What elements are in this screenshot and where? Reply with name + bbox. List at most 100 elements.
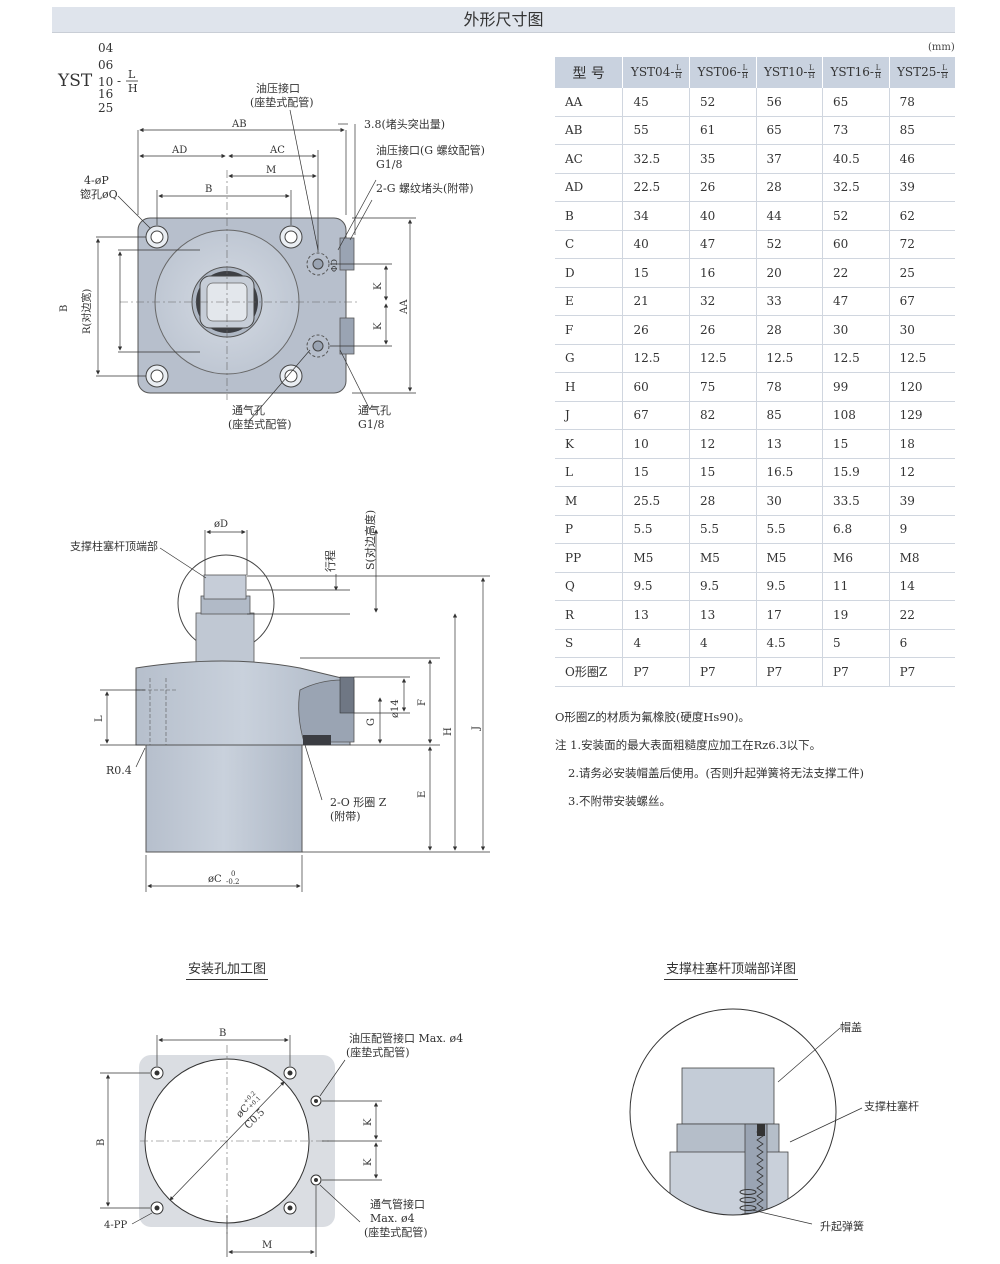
table-cell: 32.5 [622, 144, 690, 174]
mount-dim-m: M [262, 1240, 272, 1251]
table-cell: 5.5 [622, 515, 690, 544]
table-cell: 39 [888, 173, 955, 202]
top-vent: 通气孔 [232, 403, 265, 417]
row-label: J [555, 401, 623, 430]
table-cell: 4 [622, 629, 690, 658]
top-oil-port: 油压接口 [256, 81, 300, 95]
mount-title: 安装孔加工图 [186, 958, 269, 980]
mount-vent-max: Max. ø4 [370, 1212, 415, 1225]
top-dim-k2: K [373, 322, 384, 330]
table-cell: 6 [888, 629, 955, 658]
table-cell: 32 [688, 287, 756, 316]
table-cell: 99 [822, 372, 890, 402]
side-support-top: 支撑柱塞杆顶端部 [70, 539, 158, 553]
top-hole-note-2: 锪孔øQ [80, 188, 118, 201]
table-cell: 33 [755, 287, 823, 316]
table-cell: 12 [888, 458, 955, 487]
table-cell: P7 [688, 657, 756, 687]
table-cell: 47 [688, 230, 756, 259]
table-cell: 78 [888, 88, 955, 117]
table-cell: 13 [755, 429, 823, 459]
row-label: AB [555, 116, 623, 145]
model-size-16: 16 [98, 87, 113, 101]
table-cell: 39 [888, 486, 955, 516]
top-plug-protrusion: 3.8(堵头突出量) [364, 117, 445, 131]
row-label: G [555, 344, 623, 373]
table-cell: M5 [622, 543, 690, 573]
table-cell: 82 [688, 401, 756, 430]
model-size-04: 04 [98, 41, 114, 55]
top-vent-g: 通气孔 [358, 403, 391, 417]
table-cell: 9.5 [622, 572, 690, 601]
table-cell: 20 [755, 258, 823, 288]
side-dim-g: G [366, 718, 377, 726]
row-label: P [555, 515, 623, 544]
table-cell: 26 [622, 315, 690, 345]
detail-cap: 帽盖 [840, 1020, 862, 1034]
mount-dim-b-top: B [219, 1028, 226, 1039]
table-cell: 28 [755, 315, 823, 345]
table-cell: 12.5 [888, 344, 955, 373]
table-cell: 10 [622, 429, 690, 459]
table-cell: 32.5 [822, 173, 890, 202]
note-1: 注 1.安装面的最大表面粗糙度应加工在Rz6.3以下。 [555, 738, 822, 752]
mount-drawing: B B K K M 4-PP øC +0.2 +0.1 C0.5 油压配管接口 … [96, 1028, 463, 1257]
table-cell: 5.5 [755, 515, 823, 544]
row-label: K [555, 429, 623, 459]
row-label: H [555, 372, 623, 402]
table-cell: 25 [888, 258, 955, 288]
table-cell: 44 [755, 201, 823, 231]
table-cell: 85 [888, 116, 955, 145]
table-cell: 67 [888, 287, 955, 316]
top-dim-r: R(对边宽) [80, 289, 93, 334]
mount-oil-port-sub: (座垫式配管) [346, 1045, 410, 1059]
table-cell: 16 [688, 258, 756, 288]
row-label: R [555, 600, 623, 630]
top-dim-aa: AA [399, 299, 410, 315]
notes: O形圈Z的材质为氟橡胶(硬度Hs90)。 注 1.安装面的最大表面粗糙度应加工在… [555, 703, 864, 815]
note-2: 2.请务必安装帽盖后使用。(否则升起弹簧将无法支撑工件) [568, 766, 864, 780]
table-cell: 75 [688, 372, 756, 402]
table-cell: 40 [688, 201, 756, 231]
row-label: AD [555, 173, 623, 202]
row-label: L [555, 458, 623, 487]
table-cell: 5 [822, 629, 890, 658]
table-cell: 52 [822, 201, 890, 231]
row-label: AC [555, 144, 623, 174]
top-dim-b-left: B [59, 305, 70, 312]
detail-plunger: 支撑柱塞杆 [864, 1099, 919, 1113]
model-dash: - [117, 74, 121, 88]
table-cell: 15.9 [822, 458, 890, 487]
table-cell: M6 [822, 543, 890, 573]
table-cell: 13 [688, 600, 756, 630]
side-dim-c-tol-top: 0 [231, 870, 235, 878]
table-cell: 72 [888, 230, 955, 259]
page-title: 外形尺寸图 [52, 7, 955, 33]
table-cell: 108 [822, 401, 890, 430]
table-cell: 28 [755, 173, 823, 202]
table-cell: 30 [755, 486, 823, 516]
table-cell: 11 [822, 572, 890, 601]
header-model: 型 号 [555, 57, 623, 88]
top-g18-a: G1/8 [376, 158, 403, 171]
side-body-lower [145, 744, 303, 853]
mount-oil-port: 油压配管接口 Max. ø4 [349, 1031, 463, 1045]
detail-title: 支撑柱塞杆顶端部详图 [664, 958, 799, 980]
side-r04: R0.4 [106, 764, 132, 777]
table-cell: 73 [822, 116, 890, 145]
table-cell: 65 [755, 116, 823, 145]
row-label: AA [555, 88, 623, 117]
mount-dim-k1: K [363, 1118, 374, 1126]
table-cell: 14 [888, 572, 955, 601]
top-dim-ac: AC [269, 145, 285, 156]
side-dim-l: L [94, 715, 105, 722]
